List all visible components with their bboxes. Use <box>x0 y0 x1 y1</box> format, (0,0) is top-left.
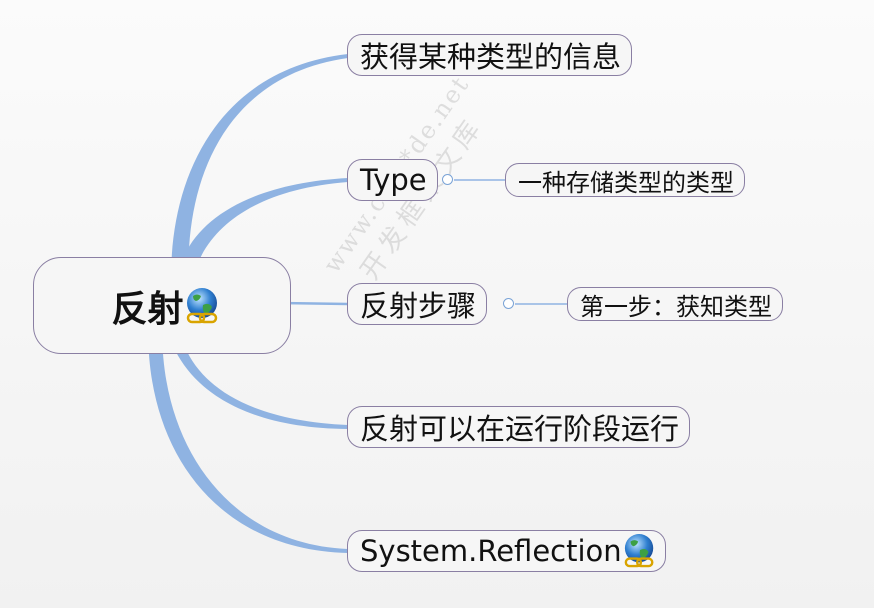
branch-node-info[interactable]: 获得某种类型的信息 <box>347 34 633 76</box>
leaf-node-type[interactable]: 一种存储类型的类型 <box>505 163 745 197</box>
branch-label-info: 获得某种类型的信息 <box>360 40 622 74</box>
branch-label-type: Type <box>360 163 427 197</box>
connector-root-to-type <box>175 178 348 300</box>
root-node[interactable]: 反射 <box>33 257 291 354</box>
globe-link-icon <box>186 287 217 323</box>
branch-node-runtime[interactable]: 反射可以在运行阶段运行 <box>347 406 691 448</box>
branch-node-system[interactable]: System.Reflection <box>347 530 666 572</box>
branch-node-steps[interactable]: 反射步骤 <box>347 283 488 325</box>
globe-link-icon <box>624 534 654 568</box>
root-label: 反射 <box>111 288 184 330</box>
branch-label-steps: 反射步骤 <box>360 289 477 323</box>
branch-label-runtime: 反射可以在运行阶段运行 <box>360 412 680 446</box>
leaf-label-type: 一种存储类型的类型 <box>518 168 734 197</box>
branch-label-system: System.Reflection <box>360 534 622 568</box>
collapse-toggle-type[interactable] <box>442 174 453 185</box>
collapse-toggle-steps[interactable] <box>503 298 514 309</box>
branch-node-type[interactable]: Type <box>347 159 438 201</box>
leaf-label-steps: 第一步：获知类型 <box>580 292 772 321</box>
leaf-node-steps[interactable]: 第一步：获知类型 <box>567 287 783 321</box>
